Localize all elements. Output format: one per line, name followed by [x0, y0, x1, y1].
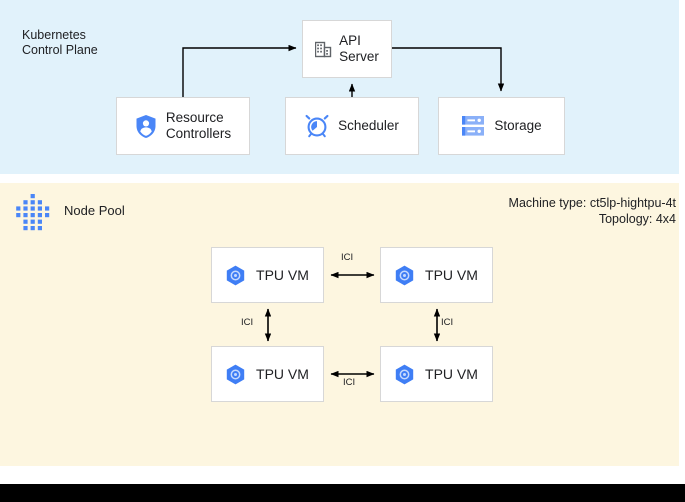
topology-label: Topology: 4x4 [598, 212, 676, 226]
node-pool-title: Node Pool [64, 203, 125, 218]
alarm-clock-icon [305, 114, 329, 138]
box-resource-controllers-label: Resource Controllers [165, 110, 232, 141]
building-server-icon [314, 40, 332, 58]
node-pool-meta: Machine type: ct5lp-hightpu-4t Topology:… [509, 195, 676, 227]
machine-type-label: Machine type: ct5lp-hightpu-4t [508, 196, 676, 210]
tpu-vm-box-1[interactable]: TPU VM [380, 247, 493, 303]
box-scheduler[interactable]: Scheduler [285, 97, 419, 155]
box-scheduler-label: Scheduler [338, 118, 399, 133]
tpu-hexagon-icon [395, 364, 414, 385]
bottom-bar [0, 484, 685, 502]
box-storage-label: Storage [494, 118, 542, 133]
tpu-vm-box-3[interactable]: TPU VM [380, 346, 493, 402]
ici-label-right: ICI [441, 317, 454, 328]
box-storage[interactable]: Storage [438, 97, 565, 155]
tpu-hexagon-icon [226, 364, 245, 385]
node-pool-panel [0, 183, 679, 466]
shield-user-icon [135, 114, 157, 139]
tpu-hexagon-icon [226, 265, 245, 286]
tpu-vm-box-2[interactable]: TPU VM [211, 346, 324, 402]
storage-disks-icon [461, 115, 485, 137]
box-api-server[interactable]: API Server [302, 20, 392, 78]
control-plane-title: Kubernetes Control Plane [22, 28, 98, 57]
tpu-vm-label-3: TPU VM [425, 366, 478, 382]
tpu-vm-box-0[interactable]: TPU VM [211, 247, 324, 303]
box-resource-controllers[interactable]: Resource Controllers [116, 97, 250, 155]
tpu-vm-label-2: TPU VM [256, 366, 309, 382]
tpu-vm-label-0: TPU VM [256, 267, 309, 283]
dot-matrix-icon [12, 192, 54, 234]
box-api-server-label: API Server [339, 33, 379, 64]
ici-label-left: ICI [241, 317, 254, 328]
ici-label-top: ICI [341, 252, 354, 263]
ici-label-bottom: ICI [343, 377, 356, 388]
tpu-hexagon-icon [395, 265, 414, 286]
tpu-vm-label-1: TPU VM [425, 267, 478, 283]
